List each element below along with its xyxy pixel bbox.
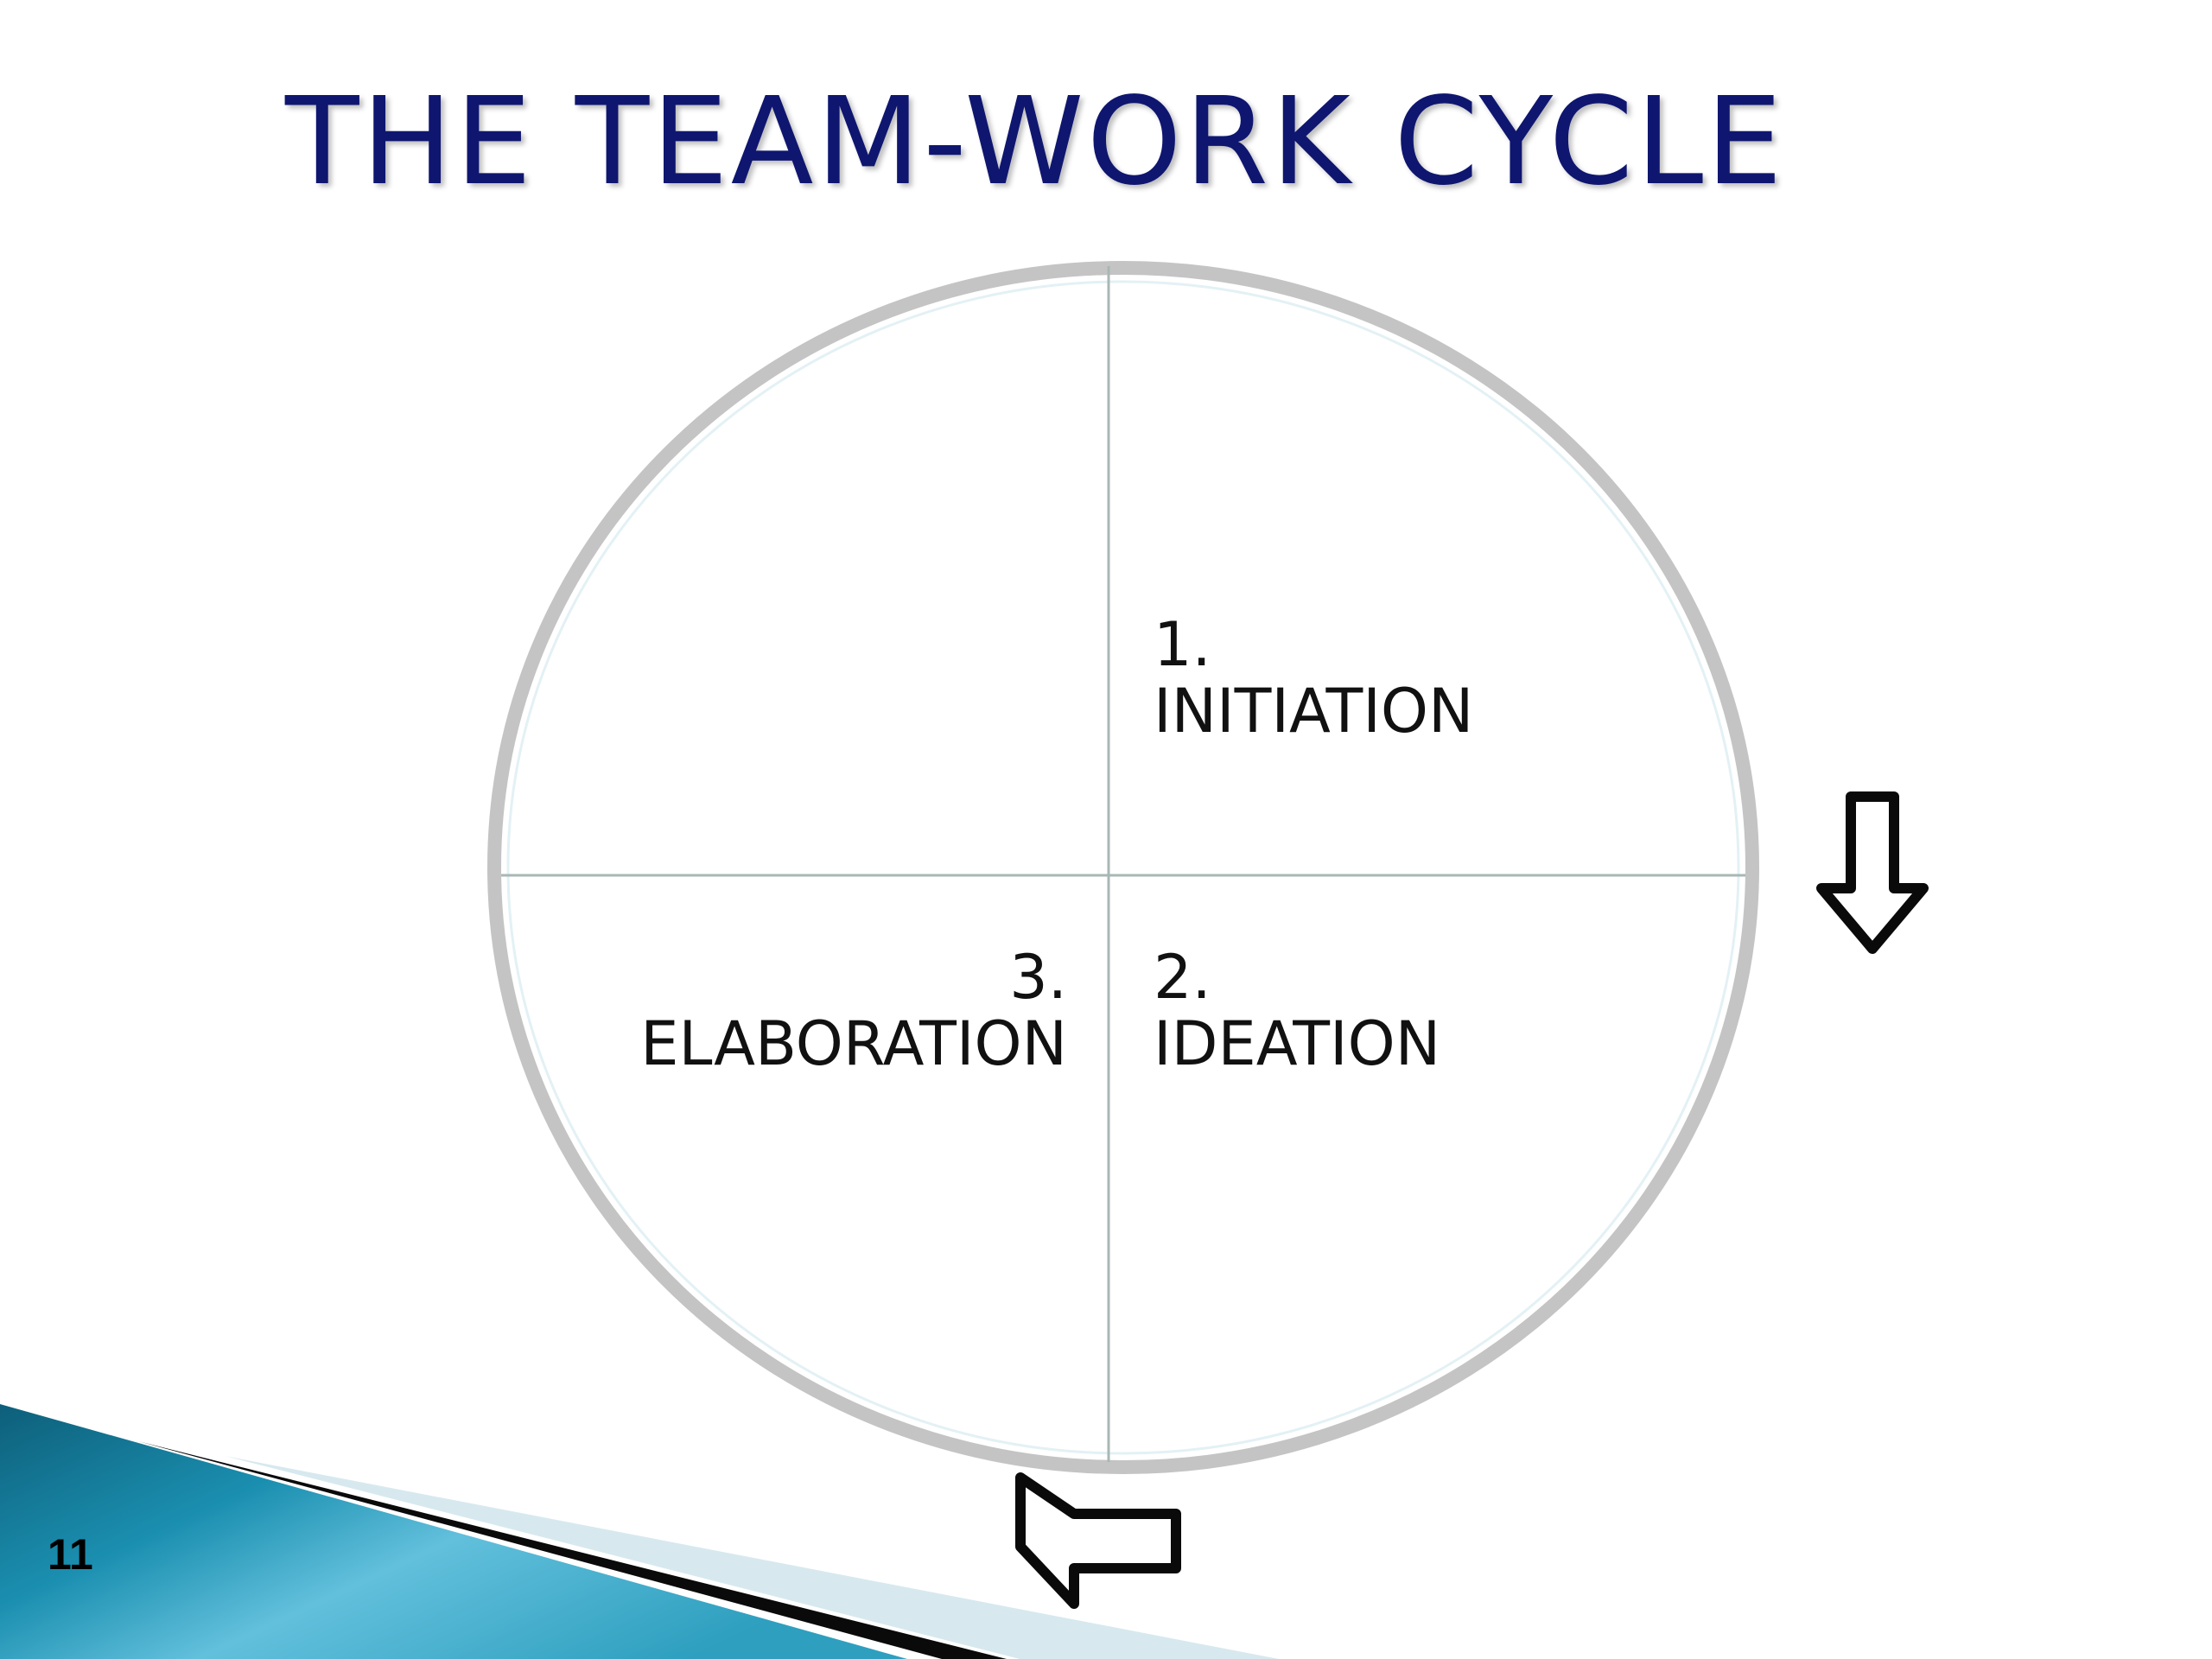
quadrant-number: 1. bbox=[1154, 609, 1211, 680]
quadrant-number: 2. bbox=[1154, 942, 1211, 1013]
quadrant-initiation: 1. INITIATION bbox=[1154, 612, 1473, 745]
left-arrow-icon bbox=[1015, 1472, 1181, 1609]
quadrant-elaboration: 3. ELABORATION bbox=[640, 944, 1067, 1077]
quadrant-ideation: 2. IDEATION bbox=[1154, 944, 1440, 1077]
page-number: 11 bbox=[48, 1530, 93, 1579]
slide-title: THE TEAM-WORK CYCLE bbox=[285, 72, 1785, 213]
down-arrow-icon bbox=[1816, 791, 1929, 954]
corner-decoration bbox=[0, 1404, 1279, 1659]
quadrant-label: IDEATION bbox=[1154, 1008, 1441, 1079]
cycle-circle bbox=[487, 261, 1759, 1474]
quadrant-label: ELABORATION bbox=[640, 1008, 1067, 1079]
quadrant-number: 3. bbox=[1009, 942, 1067, 1013]
quadrant-label: INITIATION bbox=[1154, 676, 1474, 747]
